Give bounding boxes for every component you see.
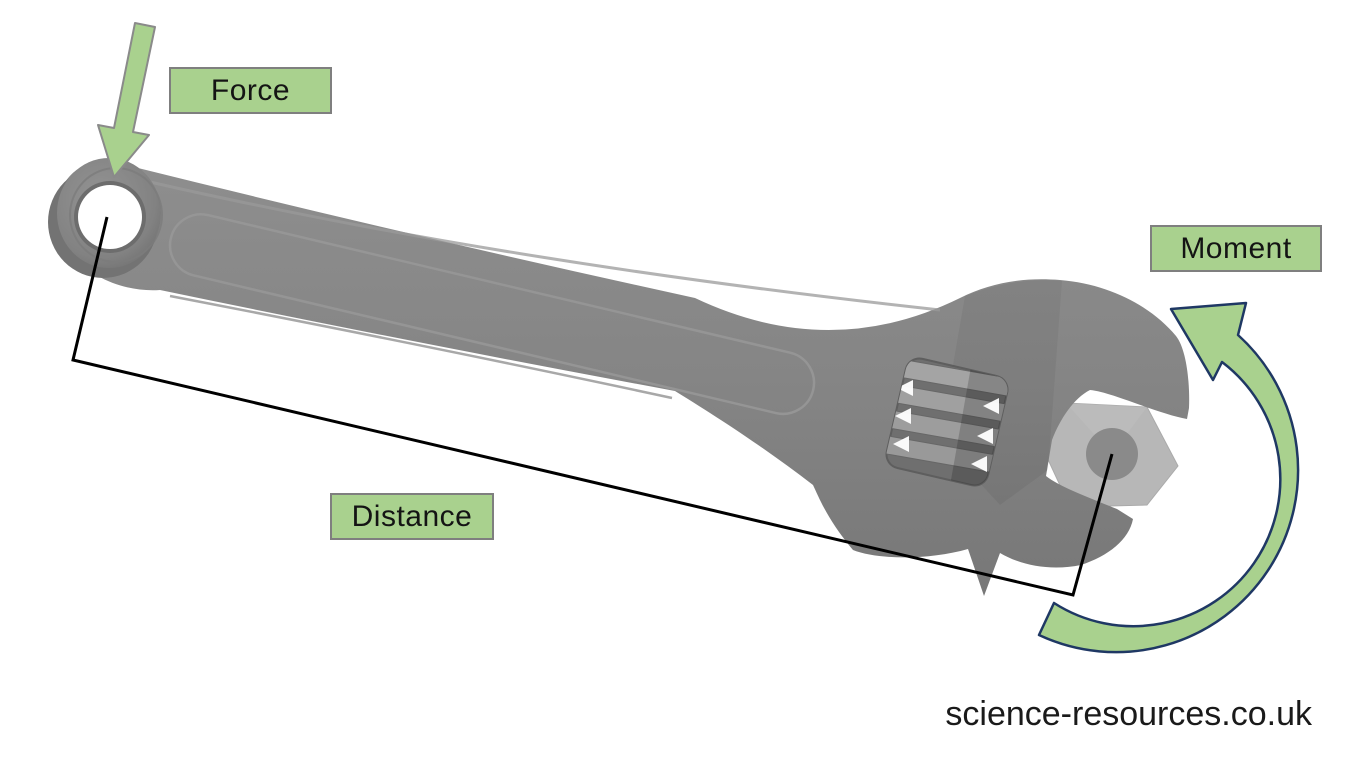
worm-screw-knurl	[883, 356, 1011, 489]
force-arrow	[97, 22, 156, 178]
handle-lower-shadow	[169, 294, 673, 400]
distance-line	[71, 216, 1114, 597]
distance-label: Distance	[330, 493, 494, 540]
handle-groove	[168, 213, 816, 416]
watermark-text: science-resources.co.uk	[945, 695, 1312, 733]
nut-facet-highlight	[1066, 403, 1147, 454]
wrench-ring	[48, 158, 163, 278]
moment-label: Moment	[1150, 225, 1322, 272]
force-label: Force	[169, 67, 332, 114]
moment-arrow	[1037, 301, 1300, 654]
handle-highlight	[149, 180, 941, 312]
knurl-glints	[893, 380, 999, 472]
ring-hole	[78, 185, 142, 249]
